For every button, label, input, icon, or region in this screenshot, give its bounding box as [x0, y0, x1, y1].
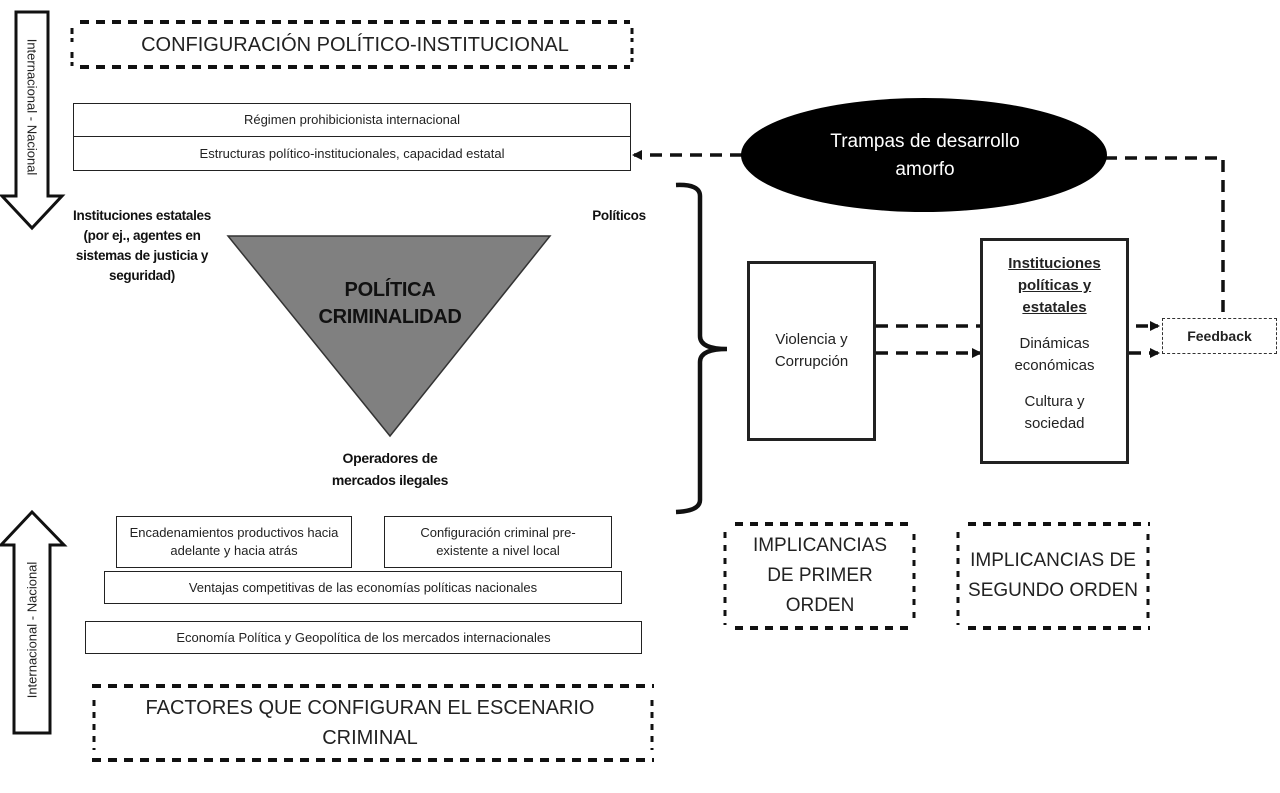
top-title-frame [70, 20, 634, 69]
institutions-item-culture: Cultura y sociedad [1024, 393, 1085, 432]
curly-brace-icon [675, 182, 728, 515]
ellipse-label: Trampas de desarrollo amorfo [830, 131, 1020, 180]
feedback-box: Feedback [1162, 318, 1277, 354]
institutions-box: Instituciones políticas y estatales Diná… [980, 238, 1129, 464]
vertex-label-politicians: Políticos [592, 208, 646, 223]
implications-frame-1 [723, 522, 916, 630]
bottom-title: FACTORES QUE CONFIGURAN EL ESCENARIO CRI… [145, 697, 595, 749]
arrow-up-label: Internacional - Nacional [24, 561, 40, 699]
top-title: CONFIGURACIÓN POLÍTICO-INSTITUCIONAL [141, 33, 569, 56]
implications-first-order: IMPLICANCIAS DE PRIMER ORDEN [752, 535, 888, 616]
connector-ellipse-to-feedback [1005, 156, 1225, 318]
stack-box-prohibition-regime: Régimen prohibicionista internacional [73, 103, 631, 137]
vertex-label-illegal-market-operators: Operadores de mercados ilegales [331, 450, 449, 488]
violence-corruption-box: Violencia y Corrupción [747, 261, 876, 441]
stack-box-competitive-advantages: Ventajas competitivas de las economías p… [104, 571, 622, 604]
arrow-up-icon [0, 509, 68, 735]
arrow-down-icon [0, 10, 66, 231]
politics-crime-triangle [226, 235, 552, 438]
institutions-heading: Instituciones políticas y estatales [1008, 255, 1101, 316]
implications-frame-2 [956, 522, 1150, 630]
stack-box-institutional-structures: Estructuras político-institucionales, ca… [73, 136, 631, 171]
triangle-center-title-line1: POLÍTICA [344, 279, 436, 301]
institutions-item-economic: Dinámicas económicas [1014, 335, 1095, 374]
bottom-title-frame [92, 684, 654, 762]
stack-box-productive-chains: Encadenamientos productivos hacia adelan… [116, 516, 352, 568]
stack-box-international-markets: Economía Política y Geopolítica de los m… [85, 621, 642, 654]
triangle-center-title-line2: CRIMINALIDAD [318, 306, 462, 328]
development-traps-ellipse [741, 98, 1107, 212]
stack-box-preexisting-criminal-config: Configuración criminal pre-existente a n… [384, 516, 612, 568]
vertex-label-state-institutions: Instituciones estatales (por ej., agente… [73, 208, 211, 283]
arrow-down-label: Internacional - Nacional [24, 38, 40, 176]
implications-second-order: IMPLICANCIAS DE SEGUNDO ORDEN [968, 550, 1138, 601]
